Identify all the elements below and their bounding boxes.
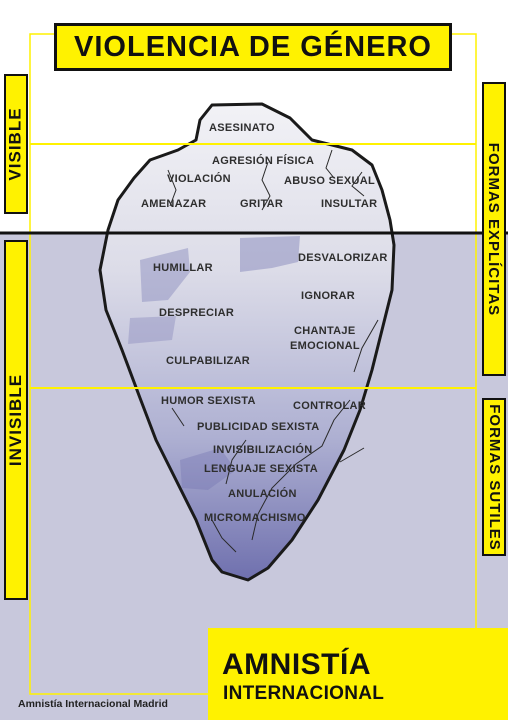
subtle-forms-label: FORMAS SUTILES [482,398,506,556]
ice-patch [180,448,236,490]
water-area-bottom [0,628,208,720]
term-controlar: CONTROLAR [293,400,366,412]
term-humillar: HUMILLAR [153,262,213,274]
visible-label-text: VISIBLE [6,107,25,181]
term-lenguaje-sexista: LENGUAJE SEXISTA [204,463,319,475]
ice-patch [140,248,190,302]
visible-label: VISIBLE [4,74,28,214]
subtle-forms-label-text: FORMAS SUTILES [485,403,503,551]
explicit-forms-label-text: FORMAS EXPLÍCITAS [485,142,503,316]
term-micromachismo: MICROMACHISMO [204,512,306,524]
term-despreciar: DESPRECIAR [159,307,235,319]
term-humor-sexista: HUMOR SEXISTA [161,395,256,407]
ice-patch [128,316,176,344]
invisible-label: INVISIBLE [4,240,28,600]
logo-name-line1: AMNISTÍA [222,648,371,681]
term-culpabilizar: CULPABILIZAR [166,355,251,367]
term-desvalorizar: DESVALORIZAR [298,252,388,264]
term-abuso-sexual: ABUSO SEXUAL [284,175,375,187]
footer-credit: Amnistía Internacional Madrid [18,698,168,710]
term-amenazar: AMENAZAR [141,198,207,210]
explicit-forms-label: FORMAS EXPLÍCITAS [482,82,506,376]
ice-cracks [167,149,379,553]
iceberg-shape [98,102,396,582]
term-gritar: GRITAR [240,198,284,210]
term-violacion: VIOLACIÓN [167,173,231,185]
invisible-label-text: INVISIBLE [6,373,25,467]
term-asesinato: ASESINATO [209,122,275,134]
term-anulacion: ANULACIÓN [228,488,297,500]
term-invisibilizacion: INVISIBILIZACIÓN [213,444,313,456]
page-title: VIOLENCIA DE GÉNERO [54,23,452,71]
term-agresion-fisica: AGRESIÓN FÍSICA [212,155,315,167]
term-insultar: INSULTAR [321,198,378,210]
term-chantaje: CHANTAJE [294,325,356,337]
logo-name-line2: INTERNACIONAL [223,683,385,704]
term-emocional: EMOCIONAL [290,340,360,352]
term-publicidad-sexista: PUBLICIDAD SEXISTA [197,421,320,433]
ice-patch [240,236,300,272]
logo-background [208,628,508,720]
term-ignorar: IGNORAR [301,290,356,302]
